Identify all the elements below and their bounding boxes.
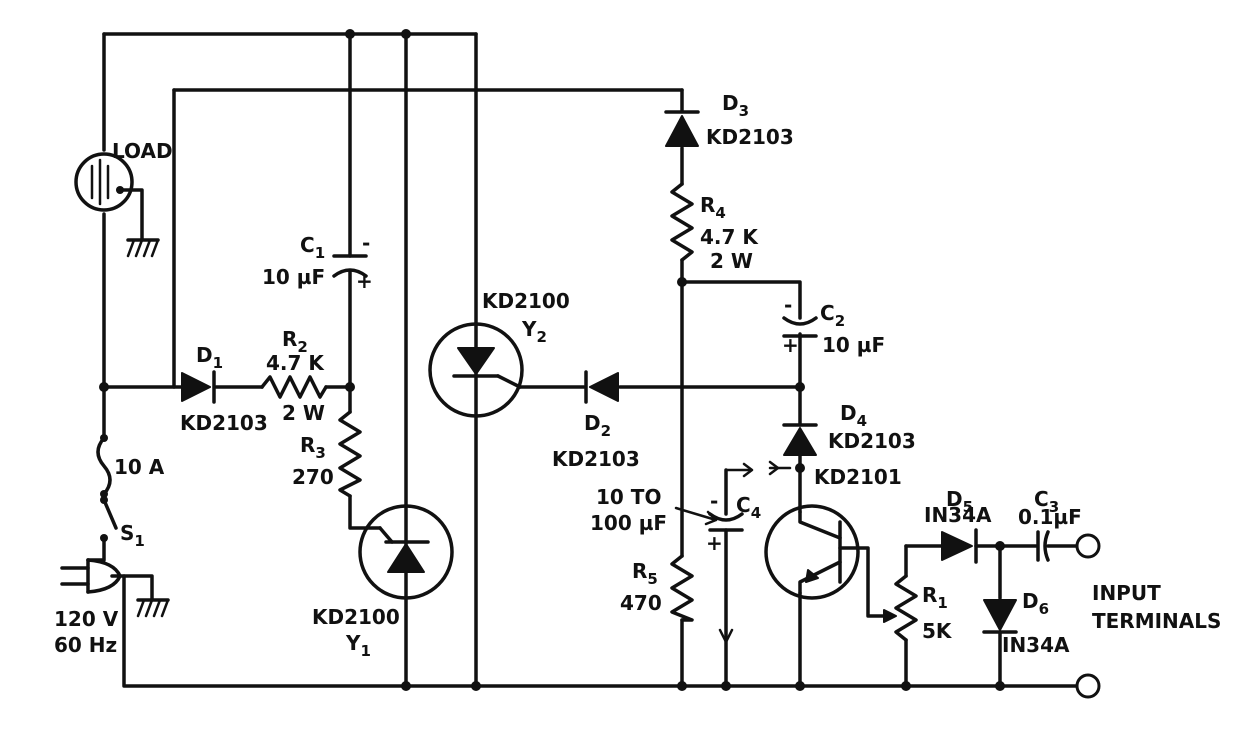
collector-arrow (742, 460, 780, 478)
load-label: LOAD (112, 139, 173, 163)
d4-name: D4 (840, 401, 867, 430)
r3-value: 270 (292, 465, 334, 489)
diode-d6 (982, 599, 1018, 634)
r2-watt: 2 W (282, 401, 325, 425)
mains-voltage-label: 120 V (54, 607, 119, 631)
resistor-r5 (670, 554, 694, 622)
d2-part: KD2103 (552, 447, 640, 471)
y1-name: Y1 (345, 631, 371, 660)
c2-value: 10 µF (822, 333, 885, 357)
r2-name: R2 (282, 327, 308, 356)
potentiometer-r1 (883, 574, 918, 642)
d2-name: D2 (584, 411, 611, 440)
d5-name: D5 (946, 487, 973, 516)
c4-name: C4 (736, 493, 761, 522)
y1-part: KD2100 (312, 605, 400, 629)
input-label-2: TERMINALS (1092, 609, 1221, 633)
r5-name: R5 (632, 559, 658, 588)
d6-name: D6 (1022, 589, 1049, 618)
c4-arrow (674, 506, 718, 526)
d6-part: IN34A (1002, 633, 1070, 657)
capacitor-c2 (782, 316, 818, 338)
s1-label: S1 (120, 521, 145, 550)
r4-name: R4 (700, 193, 726, 222)
y2-part: KD2100 (482, 289, 570, 313)
input-label-1: INPUT (1092, 581, 1161, 605)
c1-name: C1 (300, 233, 325, 262)
load-lamp (74, 152, 134, 212)
r1-name: R1 (922, 583, 948, 612)
capacitor-c3 (1036, 530, 1050, 562)
junction-dots (99, 29, 1005, 691)
r1-value: 5K (922, 619, 953, 643)
diode-d4 (782, 423, 818, 456)
plug-ground-symbol (136, 598, 170, 618)
diode-d1 (181, 370, 216, 404)
r3-name: R3 (300, 433, 326, 462)
c1-plus: + (356, 269, 373, 293)
scr-y2 (428, 322, 524, 418)
resistor-r3 (338, 410, 362, 498)
c1-value: 10 µF (262, 265, 325, 289)
c4-range-1: 10 TO (596, 485, 661, 509)
switch-s1[interactable] (100, 496, 118, 542)
c2-name: C2 (820, 301, 845, 330)
d1-part: KD2103 (180, 411, 268, 435)
scr-y1 (358, 504, 454, 600)
fuse-label: 10 A (114, 455, 165, 479)
diode-d2 (584, 370, 619, 404)
c3-value: 0.1µF (1018, 505, 1082, 529)
fuse-10a (96, 434, 112, 498)
d3-name: D3 (722, 91, 749, 120)
c4-bottom-arrow (718, 628, 734, 644)
c4-minus: - (710, 489, 718, 513)
q-part: KD2101 (814, 465, 902, 489)
c4-plus: + (706, 531, 723, 555)
c4-range-2: 100 µF (590, 511, 667, 535)
r5-value: 470 (620, 591, 662, 615)
diode-d3 (664, 110, 700, 147)
d3-part: KD2103 (706, 125, 794, 149)
y2-name: Y2 (521, 317, 547, 346)
r4-value: 4.7 K (700, 225, 759, 249)
diode-d5 (941, 528, 978, 564)
capacitor-c1 (332, 254, 368, 278)
c3-name: C3 (1034, 487, 1059, 516)
transistor-q (764, 504, 860, 600)
r2-value: 4.7 K (266, 351, 325, 375)
d4-part: KD2103 (828, 429, 916, 453)
mains-plug (60, 558, 122, 594)
r4-watt: 2 W (710, 249, 753, 273)
resistor-r2 (260, 375, 328, 399)
c1-minus: - (362, 231, 370, 255)
mains-frequency-label: 60 Hz (54, 633, 117, 657)
load-ground-symbol (126, 238, 160, 258)
c2-minus: - (784, 293, 792, 317)
resistor-r4 (670, 182, 694, 262)
c2-plus: + (782, 333, 799, 357)
input-terminal-top[interactable] (1075, 533, 1101, 559)
d1-name: D1 (196, 343, 223, 372)
d5-part: IN34A (924, 503, 992, 527)
input-terminal-bottom[interactable] (1075, 673, 1101, 699)
